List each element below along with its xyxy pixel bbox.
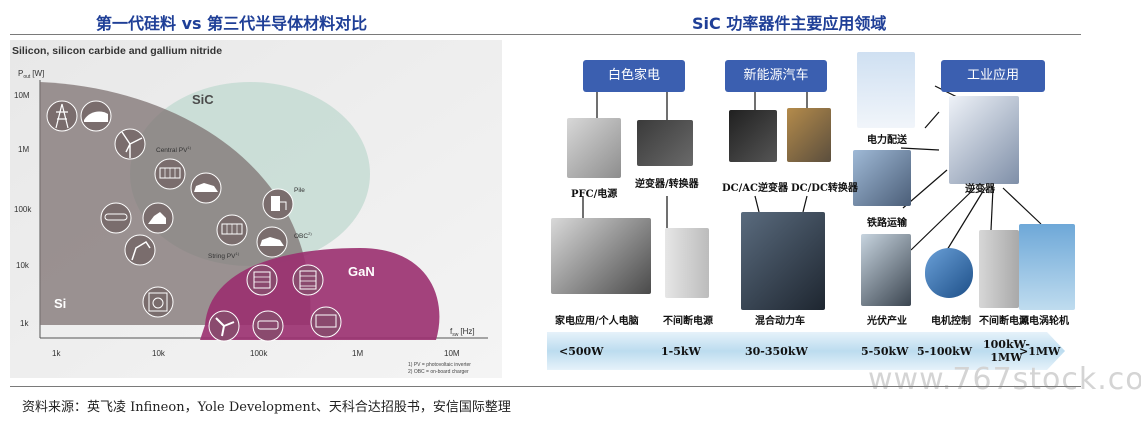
x-tick: 10k [152, 349, 166, 358]
si-region [40, 82, 311, 325]
right-title: SiC 功率器件主要应用领域 [692, 14, 887, 33]
y-tick: 10M [14, 91, 30, 100]
bottom-divider [10, 386, 1081, 387]
power-5-50kw: 5-50kW [861, 345, 909, 358]
tv-icon [310, 306, 342, 338]
power-tower-image [857, 52, 915, 128]
obc-car-icon [256, 226, 288, 258]
charging-pile-icon [262, 188, 294, 220]
dcdc-label: DC/DC转换器 [791, 183, 858, 194]
inverter-board-image [637, 120, 693, 166]
wind-turbine-icon [114, 128, 146, 160]
pfc-label: PFC/电源 [571, 189, 618, 200]
power-500w: <500W [559, 345, 604, 358]
wind-turbine-image [1019, 224, 1075, 310]
pile-label: Pile [294, 187, 305, 194]
car-icon [190, 172, 222, 204]
top-divider [10, 34, 1081, 35]
power-100kw-1mw: 100kW- 1MW [983, 338, 1030, 364]
footnote-1: 1) PV = photovoltaic inverter [408, 362, 471, 368]
y-tick: 100k [14, 205, 32, 214]
wind-label: 风电涡轮机 [1019, 316, 1069, 327]
power-1-5kw: 1-5kW [661, 345, 701, 358]
footnote-2: 2) OBC = on-board charger [408, 369, 469, 375]
category-home-appliance: 白色家电 [583, 60, 685, 92]
ups-cabinet-image [979, 230, 1019, 308]
power-tower-icon [46, 100, 78, 132]
hybrid-label: 混合动力车 [755, 316, 805, 327]
ups-image [665, 228, 709, 298]
inverter-converter-label: 逆变器/转换器 [635, 179, 699, 190]
appliance-image [551, 218, 651, 294]
motor-label: 电机控制 [931, 316, 971, 327]
chart-subtitle: Silicon, silicon carbide and gallium nit… [12, 45, 222, 57]
power-range-band [547, 332, 1065, 370]
x-tick: 100k [250, 349, 268, 358]
ups-label: 不间断电源 [663, 316, 713, 327]
power-over-1mw: >1MW [1019, 345, 1061, 358]
power-5-100kw: 5-100kW [917, 345, 973, 358]
dcdc-module-image [787, 108, 831, 162]
x-axis-label: fsw[Hz] [450, 327, 475, 338]
pv-panel-image [861, 234, 911, 306]
air-conditioner-icon [252, 310, 284, 342]
y-axis-label: Pout[W] [18, 69, 44, 80]
y-tick: 1k [20, 319, 29, 328]
sic-application-diagram: 白色家电 新能源汽车 工业应用 PFC/电源 逆变器/转换器 DC/AC逆变器 … [545, 40, 1085, 380]
ups2-label: 不间断电源 [979, 316, 1029, 327]
train-icon [80, 100, 112, 132]
appliance-label: 家电应用/个人电脑 [555, 316, 639, 327]
power-30-350kw: 30-350kW [745, 345, 808, 358]
source-note: 资料来源：英飞凌 Infineon，Yole Development、天科合达招… [22, 400, 511, 415]
x-tick: 1M [352, 349, 363, 358]
dcac-module-image [729, 110, 777, 162]
obc-label: OBC2) [294, 231, 312, 240]
category-industry: 工业应用 [941, 60, 1045, 92]
category-nev: 新能源汽车 [725, 60, 827, 92]
gan-label: GaN [348, 264, 375, 279]
x-tick: 1k [52, 349, 61, 358]
y-tick: 1M [18, 145, 29, 154]
material-comparison-chart: Silicon, silicon carbide and gallium nit… [10, 40, 502, 378]
y-tick: 10k [16, 261, 30, 270]
sic-label: SiC [192, 92, 214, 107]
motor-image [925, 248, 973, 298]
solar-panel-icon [154, 158, 186, 190]
server-rack-icon [246, 264, 278, 296]
server-icon [292, 264, 324, 296]
excavator-icon [142, 202, 174, 234]
robot-arm-icon [124, 234, 156, 266]
pv-label: 光伏产业 [867, 316, 907, 327]
train-image [853, 150, 911, 206]
string-pv-label: String PV1) [208, 251, 240, 260]
si-label: Si [54, 296, 66, 311]
rail-label: 铁路运输 [867, 218, 907, 229]
fan-icon [208, 310, 240, 342]
grid-label: 电力配送 [867, 135, 907, 146]
power-supply-image [567, 118, 621, 178]
left-title: 第一代硅料 vs 第三代半导体材料对比 [96, 14, 368, 33]
dcac-label: DC/AC逆变器 [722, 183, 789, 194]
inverter-label: 逆变器 [965, 184, 995, 195]
washing-machine-icon [142, 286, 174, 318]
material-comparison-svg: Silicon, silicon carbide and gallium nit… [10, 40, 502, 378]
x-tick: 10M [444, 349, 460, 358]
industrial-inverter-image [949, 96, 1019, 184]
watermark: www.767stock.com [868, 362, 1141, 397]
hybrid-engine-image [741, 212, 825, 310]
central-pv-label: Central PV1) [156, 145, 192, 154]
conveyor-icon [100, 202, 132, 234]
string-pv-icon [216, 214, 248, 246]
